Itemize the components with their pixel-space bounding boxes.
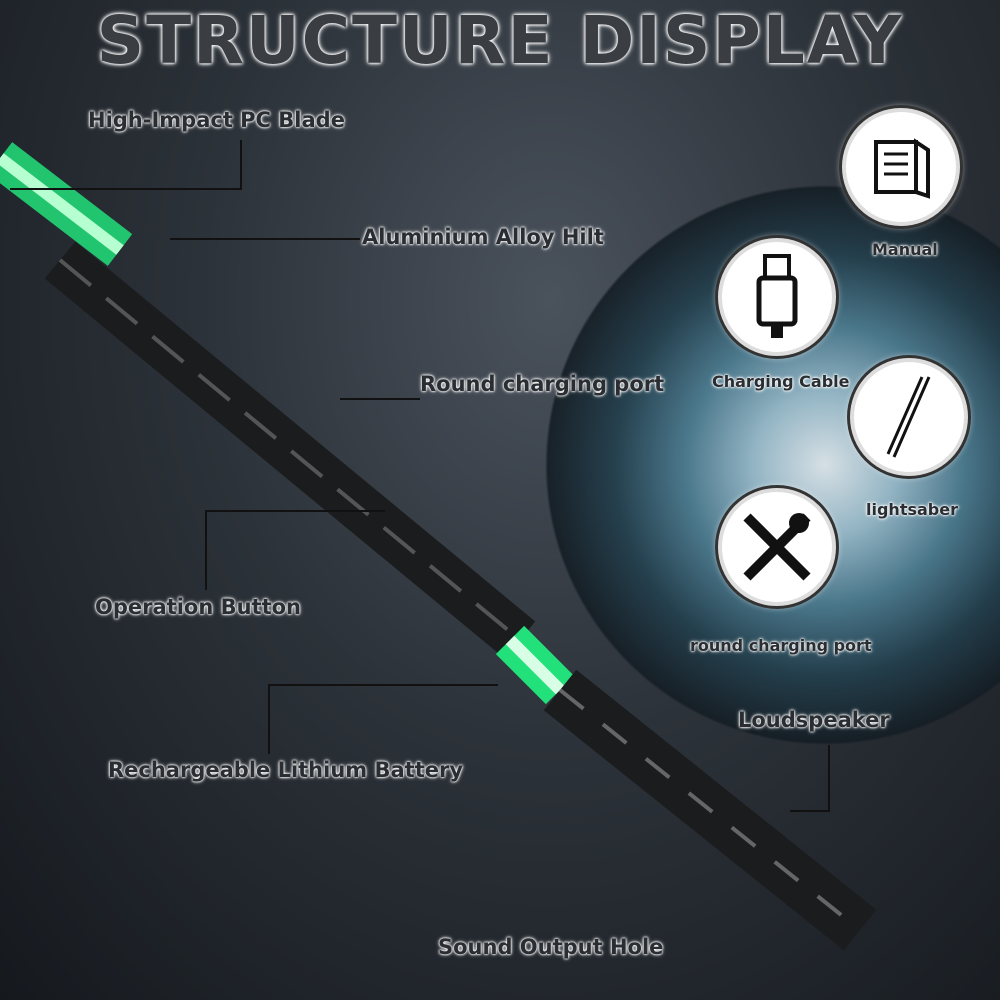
leader-line [205, 510, 385, 512]
leader-line [240, 140, 242, 190]
callout-sound-hole: Sound Output Hole [438, 935, 664, 959]
callout-loudspeaker: Loudspeaker [738, 708, 890, 732]
leader-line [340, 398, 420, 400]
manual-label: Manual [872, 240, 938, 259]
tools-icon [718, 488, 836, 606]
manual-icon [842, 108, 960, 226]
leader-line [790, 810, 830, 812]
leader-line [268, 684, 270, 754]
leader-line [10, 188, 242, 190]
callout-operation-button: Operation Button [95, 595, 301, 619]
lightsaber-label: lightsaber [866, 500, 958, 519]
leader-line [828, 745, 830, 810]
lightsaber-icon [850, 358, 968, 476]
leader-line [268, 684, 498, 686]
callout-blade: High-Impact PC Blade [88, 108, 345, 132]
callout-battery: Rechargeable Lithium Battery [108, 758, 464, 782]
leader-line [170, 238, 360, 240]
leader-line [205, 510, 207, 590]
usb-cable-icon [718, 238, 836, 356]
charging-cable-label: Charging Cable [712, 372, 850, 391]
page-title: STRUCTURE DISPLAY [96, 2, 904, 79]
callout-charging-port: Round charging port [420, 372, 665, 396]
round-charging-port-label: round charging port [690, 636, 872, 655]
callout-hilt: Aluminium Alloy Hilt [362, 225, 604, 249]
